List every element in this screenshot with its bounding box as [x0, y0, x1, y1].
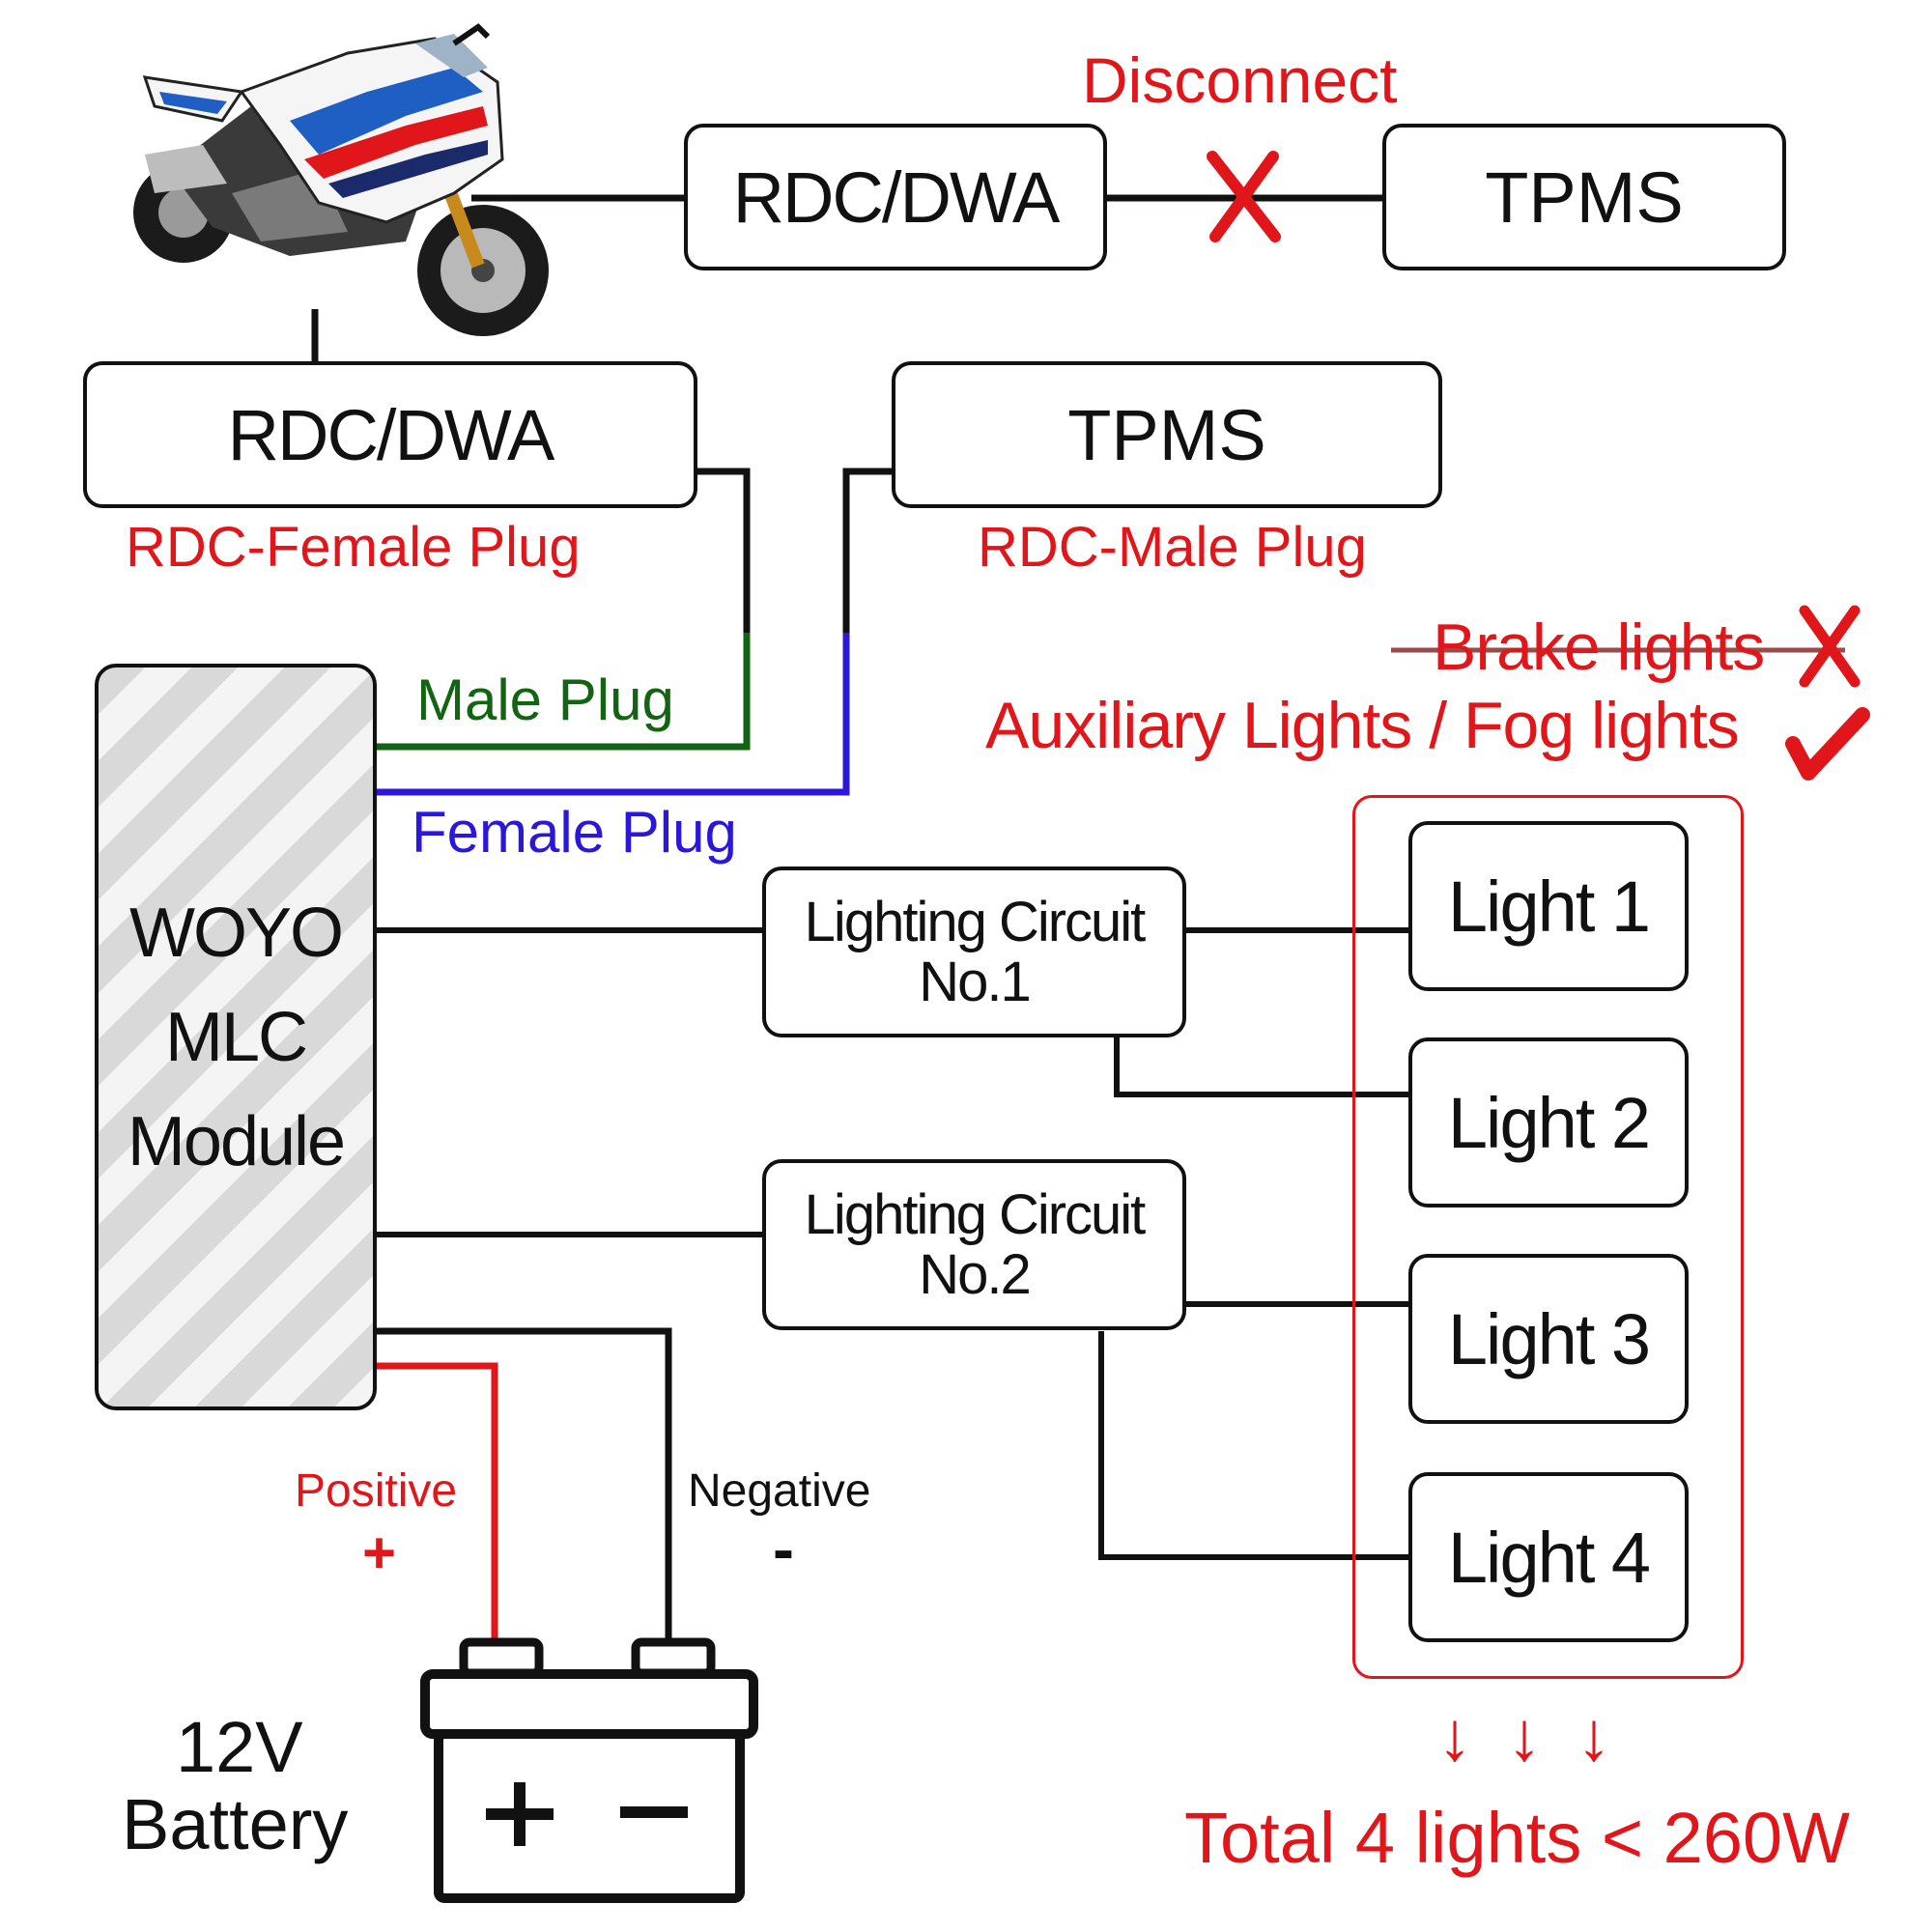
rdc-male-plug-caption: RDC-Male Plug	[978, 516, 1367, 579]
cross-icon	[1207, 151, 1281, 242]
male-plug-label: Male Plug	[416, 668, 674, 732]
tpms-top-label: TPMS	[1485, 156, 1684, 238]
female-plug-label: Female Plug	[412, 800, 737, 865]
light-1-label: Light 1	[1447, 866, 1651, 947]
rdc-female-plug-caption: RDC-Female Plug	[126, 516, 581, 579]
module-line-2: MLC	[164, 998, 308, 1076]
check-icon	[1785, 707, 1870, 781]
light-3-label: Light 3	[1447, 1298, 1651, 1379]
battery-icon	[420, 1637, 758, 1903]
tpms-label: TPMS	[1067, 394, 1266, 475]
tpms-box: TPMS	[892, 361, 1442, 508]
light-4: Light 4	[1408, 1472, 1689, 1642]
lights-group-frame	[1352, 795, 1744, 1679]
circuit-1-line-1: Lighting Circuit	[804, 890, 1147, 953]
rdc-dwa-top-label: RDC/DWA	[732, 156, 1061, 238]
light-4-label: Light 4	[1447, 1517, 1651, 1598]
motorcycle-icon	[133, 23, 549, 336]
positive-sign: +	[362, 1520, 397, 1585]
aux-lights-note: Auxiliary Lights / Fog lights	[985, 689, 1740, 762]
negative-label: Negative	[688, 1465, 871, 1517]
light-3: Light 3	[1408, 1254, 1689, 1424]
total-lights-note: Total 4 lights < 260W	[1184, 1798, 1850, 1878]
brake-lights-note: Brake lights	[1433, 611, 1765, 684]
light-1: Light 1	[1408, 821, 1689, 991]
light-2: Light 2	[1408, 1037, 1689, 1208]
positive-label: Positive	[295, 1465, 458, 1517]
module-line-3: Module	[127, 1102, 346, 1180]
disconnect-label: Disconnect	[1082, 44, 1398, 116]
lighting-circuit-2: Lighting Circuit No.2	[762, 1159, 1186, 1330]
battery-label-line-2: Battery	[122, 1784, 349, 1864]
light-2-label: Light 2	[1447, 1082, 1651, 1163]
module-line-1: WOYO	[129, 894, 344, 972]
tpms-top-box: TPMS	[1382, 124, 1786, 270]
rdc-dwa-top-box: RDC/DWA	[684, 124, 1107, 270]
lighting-circuit-1: Lighting Circuit No.1	[762, 867, 1186, 1037]
cross-icon	[1799, 605, 1861, 688]
down-arrows: ↓ ↓ ↓	[1437, 1698, 1620, 1776]
rdc-dwa-box: RDC/DWA	[83, 361, 697, 508]
circuit-1-line-2: No.1	[919, 950, 1032, 1013]
circuit-2-line-2: No.2	[919, 1242, 1032, 1306]
battery-label-line-1: 12V	[176, 1707, 303, 1787]
circuit-2-line-1: Lighting Circuit	[804, 1182, 1147, 1246]
rdc-dwa-label: RDC/DWA	[227, 394, 555, 475]
woyo-mlc-module: WOYO MLC Module	[95, 664, 377, 1410]
negative-sign: -	[773, 1513, 794, 1584]
